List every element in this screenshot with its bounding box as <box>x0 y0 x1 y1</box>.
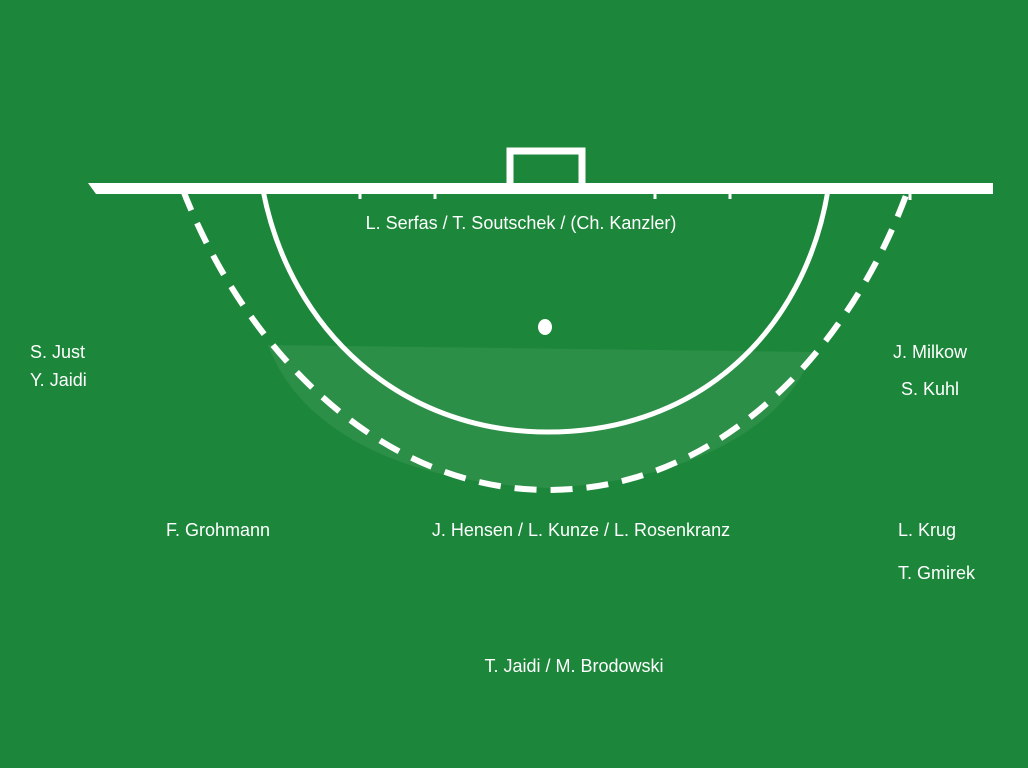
back-line <box>88 183 993 194</box>
left-wing-player-2: Y. Jaidi <box>30 370 87 390</box>
goal <box>506 147 586 183</box>
left-wing-player-1: S. Just <box>30 342 86 362</box>
dashed-circle <box>180 188 911 494</box>
right-back-player-2: T. Gmirek <box>898 563 976 583</box>
center-back-label: J. Hensen / L. Kunze / L. Rosenkranz <box>431 520 731 540</box>
shaded-zone <box>268 345 812 488</box>
left-back-label: F. Grohmann <box>166 520 271 540</box>
right-back-player-1: L. Krug <box>898 520 957 540</box>
penalty-spot <box>538 319 552 335</box>
right-wing-player-1: J. Milkow <box>893 342 968 362</box>
shooting-circle <box>260 189 831 435</box>
deep-player-label: T. Jaidi / M. Brodowski <box>484 656 664 676</box>
goalkeepers-label: L. Serfas / T. Soutschek / (Ch. Kanzler) <box>365 213 677 233</box>
right-wing-player-2: S. Kuhl <box>901 379 960 399</box>
